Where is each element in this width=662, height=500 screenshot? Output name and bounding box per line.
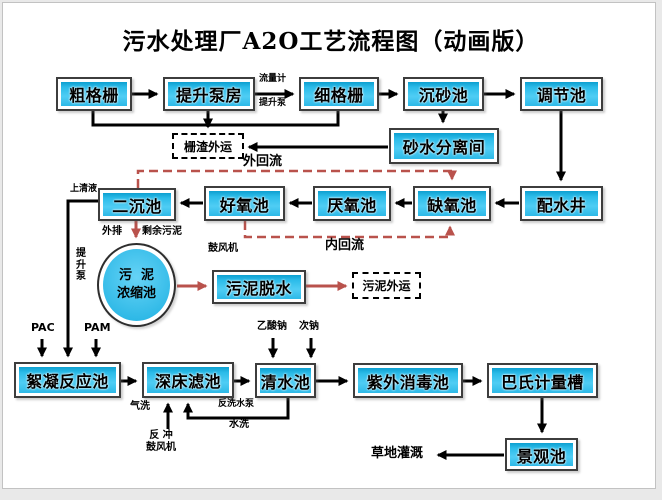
node-lift-pump-house-label: 提升泵房 (175, 86, 242, 105)
node-landscape-pond: 景观池 (505, 438, 578, 471)
node-fill: 紫外消毒池 (358, 368, 458, 393)
line-internal-reflux (243, 221, 455, 239)
node-uv-disinfection-tank: 紫外消毒池 (353, 363, 463, 398)
node-secondary-clarifier: 二沉池 (98, 188, 176, 221)
node-sludge-outbound-label: 污泥外运 (362, 279, 411, 293)
node-grit-chamber: 沉砂池 (403, 77, 484, 111)
node-fill: 清水池 (260, 368, 311, 393)
label-supernatant: 上清液 (70, 184, 98, 194)
node-coarse-screen-label: 粗格栅 (69, 86, 119, 105)
label-lift-pump-top: 提升泵 (259, 98, 287, 108)
node-parshall-flume-label: 巴氏计量槽 (501, 372, 584, 392)
node-anoxic-tank: 缺氧池 (413, 186, 491, 221)
label-excess-sludge: 剩余污泥 (142, 226, 182, 237)
node-sludge-thickener-label-line1: 污 泥 (118, 268, 155, 284)
node-fill: 缺氧池 (418, 191, 486, 216)
node-distribution-well: 配水井 (520, 186, 603, 221)
node-coarse-screen: 粗格栅 (56, 77, 132, 111)
node-fill: 沉砂池 (408, 82, 479, 106)
node-lift-pump-house: 提升泵房 (163, 77, 255, 111)
node-anaerobic-tank: 厌氧池 (313, 186, 391, 221)
label-backwash-pump: 反洗水泵 (218, 399, 255, 409)
node-sludge-dewatering: 污泥脱水 (212, 270, 306, 304)
node-fine-screen-label: 细格栅 (314, 86, 364, 105)
node-sludge-thickener-label-line2: 浓缩池 (116, 286, 156, 301)
label-blower: 鼓风机 (208, 243, 238, 254)
node-fill: 景观池 (510, 443, 573, 466)
label-internal-reflux: 内回流 (325, 238, 365, 253)
node-screenings-outbound: 栅渣外运 (172, 133, 244, 159)
node-fill: 调节池 (525, 82, 598, 106)
arrow-clarifier-to-flocculation (63, 199, 98, 358)
node-anaerobic-tank-label: 厌氧池 (327, 195, 377, 215)
node-anoxic-tank-label: 缺氧池 (427, 195, 477, 215)
node-parshall-flume: 巴氏计量槽 (487, 363, 598, 398)
line-screenings-collector (91, 111, 340, 127)
node-regulating-tank: 调节池 (520, 77, 603, 111)
node-fill: 二沉池 (103, 193, 171, 216)
node-fill: 配水井 (525, 191, 598, 216)
node-regulating-tank-label: 调节池 (536, 86, 587, 105)
node-fill: 絮凝反应池 (19, 367, 116, 393)
node-sludge-thickener: 污 泥 浓缩池 (97, 243, 176, 327)
node-deep-bed-filter-label: 深床滤池 (154, 372, 221, 391)
label-backwash-blower-line2: 鼓风机 (146, 441, 176, 453)
node-fill: 污 泥 浓缩池 (103, 249, 170, 321)
label-water-wash: 水洗 (229, 419, 249, 430)
label-backwash-blower: 反 冲 鼓风机 (146, 430, 176, 453)
label-pam: PAM (84, 321, 111, 334)
node-screenings-outbound-label: 栅渣外运 (183, 139, 232, 154)
node-aerobic-tank: 好氧池 (204, 186, 285, 221)
node-fill: 提升泵房 (168, 82, 250, 106)
node-flocculation-tank-label: 絮凝反应池 (26, 372, 109, 391)
node-sand-water-separation-label: 砂水分离间 (402, 138, 486, 157)
node-clear-water-tank-label: 清水池 (260, 372, 311, 392)
node-clear-water-tank: 清水池 (255, 363, 316, 398)
label-backwash-blower-line1: 反 冲 (149, 430, 173, 441)
label-air-wash: 气洗 (130, 401, 150, 412)
node-sand-water-separation: 砂水分离间 (389, 128, 499, 164)
label-external-discharge: 外排 (102, 226, 122, 237)
node-grit-chamber-label: 沉砂池 (418, 86, 469, 105)
node-landscape-pond-label: 景观池 (516, 446, 567, 466)
node-secondary-clarifier-label: 二沉池 (112, 196, 162, 216)
node-fill: 深床滤池 (147, 367, 229, 393)
node-fill: 污泥脱水 (217, 275, 301, 299)
node-fill: 粗格栅 (61, 82, 127, 106)
label-sodium-acetate: 乙酸钠 (257, 321, 287, 332)
node-flocculation-tank: 絮凝反应池 (14, 362, 121, 398)
node-uv-disinfection-tank-label: 紫外消毒池 (366, 372, 450, 392)
label-flow-meter: 流量计 (259, 74, 287, 84)
label-external-reflux: 外回流 (243, 154, 283, 169)
node-sludge-dewatering-label: 污泥脱水 (225, 279, 292, 298)
node-aerobic-tank-label: 好氧池 (219, 195, 270, 215)
node-distribution-well-label: 配水井 (536, 195, 587, 215)
node-fill: 好氧池 (209, 191, 280, 216)
label-grass-irrigation: 草地灌溉 (371, 446, 424, 461)
label-sodium-hypochlorite: 次钠 (299, 321, 319, 332)
node-fill: 细格栅 (304, 82, 374, 106)
node-fill: 厌氧池 (318, 191, 386, 216)
node-fine-screen: 细格栅 (299, 77, 379, 111)
label-pac: PAC (31, 321, 55, 334)
node-fill: 巴氏计量槽 (492, 368, 593, 393)
node-fill: 砂水分离间 (394, 133, 494, 159)
arrow-backwash-water (183, 398, 290, 420)
node-sludge-outbound: 污泥外运 (352, 272, 421, 299)
node-deep-bed-filter: 深床滤池 (142, 362, 234, 398)
line-external-reflux (136, 169, 457, 188)
page-title: 污水处理厂A2O工艺流程图（动画版） (122, 28, 540, 55)
label-lift-pump-side: 提升泵 (76, 248, 86, 282)
